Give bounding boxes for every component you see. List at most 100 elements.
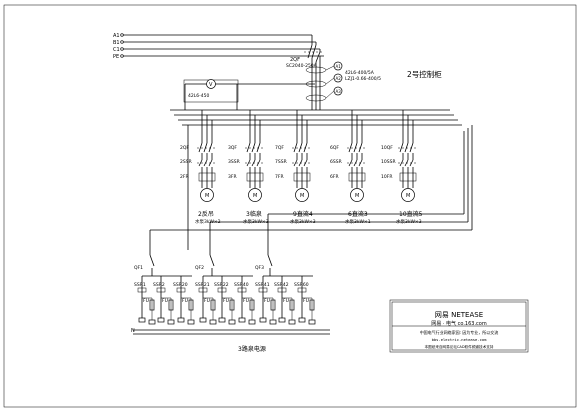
fuse-label: FU	[223, 298, 229, 304]
load-element	[308, 319, 316, 325]
bottom-control-wiring: QF1SSR1FUSSR2FUSSR20FUQF2SSR21FUSSR22FUS…	[133, 125, 473, 335]
ssr-label: SSR2	[153, 282, 165, 288]
load-element	[167, 319, 175, 325]
load-element	[218, 317, 226, 323]
load-element	[228, 319, 236, 325]
contactor-code: 6SSR	[330, 159, 342, 165]
breaker-code: 2QF	[180, 145, 189, 151]
main-breaker	[304, 44, 322, 110]
load-element	[157, 317, 165, 323]
fuse-label: FU	[243, 298, 249, 304]
watermark-line3: bbs.electric.netease.com	[432, 337, 488, 342]
contactor-code: 2SSR	[180, 159, 192, 165]
load-element	[138, 317, 146, 323]
ssr-label: SSR21	[195, 282, 210, 288]
breaker-code: 3QF	[228, 145, 237, 151]
load-element	[278, 317, 286, 323]
load-element	[269, 319, 277, 325]
fuse-label: FU	[283, 298, 289, 304]
motor-name: 3临泉	[246, 210, 262, 218]
motor-symbol	[350, 188, 364, 202]
motor-symbol	[401, 188, 415, 202]
overload-relay-code: 2FR	[180, 174, 189, 180]
watermark-box	[389, 299, 529, 353]
cabinet-title: 2号控制柜	[407, 69, 442, 79]
load-element	[248, 319, 256, 325]
contactor-code: 10SSR	[381, 159, 396, 165]
neutral-label: N	[131, 328, 135, 334]
motor-name: 2反吊	[198, 210, 214, 218]
ssr-label: SSR20	[173, 282, 188, 288]
ssr-label: SSR22	[214, 282, 229, 288]
ssr-label: SSR40	[234, 282, 249, 288]
ct-secondary-model: LZJ1-0.66-400/5	[345, 76, 381, 82]
breaker-code: 10QF	[381, 145, 393, 151]
motor-spec: 水泵3kW×1	[345, 218, 371, 225]
contactor-code: 7SSR	[275, 159, 287, 165]
load-element	[259, 317, 267, 323]
ammeter-a2: A2	[336, 76, 342, 81]
group-breaker-code: QF3	[255, 265, 264, 271]
group-breaker-code: QF2	[195, 265, 204, 271]
ammeter-group	[305, 61, 343, 102]
watermark-line2: 中国电气行业网络家园: 因为专业，所以交流	[420, 329, 499, 335]
main-breaker-model: SC2040-250A	[286, 63, 318, 69]
load-element	[187, 319, 195, 325]
ssr-label: SSR42	[274, 282, 289, 288]
watermark-title: 网易 NETEASE	[435, 311, 483, 319]
fuse-label: FU	[264, 298, 270, 304]
ssr-label: SSR1	[134, 282, 146, 288]
watermark-line1: 网易 · 电气 co.163.com	[431, 320, 487, 327]
distribution-bus	[170, 109, 462, 126]
motor-letter: M	[355, 193, 359, 199]
fuse-label: FU	[182, 298, 188, 304]
watermark-line4: 本图纸来自网易论坛CAD软件频道技术支持	[425, 344, 494, 349]
voltmeter-letter: V	[209, 82, 213, 88]
contactor-code: 3SSR	[228, 159, 240, 165]
phase-label-c: C1	[113, 47, 120, 53]
main-breaker-code: 2QF	[290, 57, 300, 63]
motor-spec: 水泵3kW×2	[195, 218, 221, 225]
motor-spec: 水泵3kW×3	[243, 218, 269, 225]
phase-label-pe: PE	[113, 54, 119, 60]
fuse-label: FU	[143, 298, 149, 304]
ct-model: 42L6-400/5A	[345, 70, 375, 76]
ammeter-a1: A1	[336, 64, 342, 69]
ammeter-a3: A3	[336, 89, 342, 94]
motor-letter: M	[205, 193, 209, 199]
load-element	[177, 317, 185, 323]
motor-letter: M	[406, 193, 410, 199]
incoming-bus	[120, 33, 324, 58]
motor-symbol	[248, 188, 262, 202]
load-element	[238, 317, 246, 323]
phase-label-b: B1	[113, 40, 120, 46]
motor-branches: M2QF2SSR2FR2反吊水泵3kW×2M3QF3SSR3FR3临泉水泵3kW…	[180, 110, 423, 225]
fuse-label: FU	[162, 298, 168, 304]
phase-label-a: A1	[113, 33, 120, 39]
ssr-label: SSR41	[255, 282, 270, 288]
breaker-code: 6QF	[330, 145, 339, 151]
breaker-code: 7QF	[275, 145, 284, 151]
fuse-label: FU	[204, 298, 210, 304]
load-element	[209, 319, 217, 325]
overload-relay-code: 6FR	[330, 174, 339, 180]
voltmeter-model: 42L6-450	[188, 93, 209, 99]
overload-relay-code: 10FR	[381, 174, 392, 180]
motor-symbol	[295, 188, 309, 202]
load-element	[288, 319, 296, 325]
motor-symbol	[200, 188, 214, 202]
fuse-label: FU	[303, 298, 309, 304]
overload-relay-code: 3FR	[228, 174, 237, 180]
motor-spec: 水泵3kW×3	[396, 218, 422, 225]
motor-spec: 水泵3kW×3	[290, 218, 316, 225]
